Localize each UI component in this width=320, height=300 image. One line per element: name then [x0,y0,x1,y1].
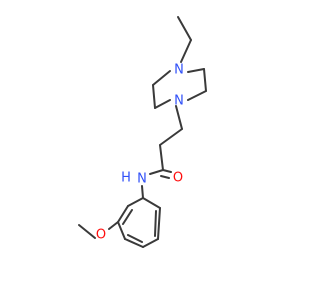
bond-amide-cn [149,169,164,175]
nitrogen-top-label: N [174,63,184,78]
bond-ring-5 [203,68,207,92]
carbonyl-oxygen-label: O [173,171,183,186]
bonds [78,16,207,248]
bond-carbonyl-a [162,169,172,173]
bond-benzene-1 [127,197,144,207]
bond-ring-3 [154,99,171,109]
atom-labels: N N O N H O [96,63,184,243]
methoxy-oxygen-label: O [96,228,106,243]
bond-chain-2 [159,128,183,146]
bond-benzene-inner-2 [127,234,143,243]
bond-benzene-2 [117,205,129,223]
bond-ring-2 [152,84,156,109]
amide-hydrogen-label: H [121,171,131,186]
bond-benzene-4 [124,238,144,248]
bond-benzene-5 [142,238,159,248]
bond-chain-1 [175,105,183,130]
bond-benzene-inner-3 [154,210,157,237]
bond-o-methyl [78,224,96,239]
bond-benzene-6 [157,207,161,240]
bond-aryl-o [108,221,119,230]
bond-benzene-inner-1 [122,209,133,225]
nitrogen-bottom-label: N [174,94,184,109]
bond-chain-3 [159,144,164,171]
bond-ethyl-ch2 [180,39,192,63]
bond-ethyl-ch3 [177,16,192,41]
bond-benzene-7 [142,197,161,209]
bond-ring-4 [187,90,207,101]
bond-n-aryl [141,185,144,199]
molecule-structure: N N O N H O [78,16,207,248]
bond-ring-1 [152,70,171,86]
bond-benzene-3 [117,221,126,240]
amide-nitrogen-label: N [137,172,147,187]
bond-ring-6 [187,68,205,73]
bond-carbonyl-b [160,175,170,179]
